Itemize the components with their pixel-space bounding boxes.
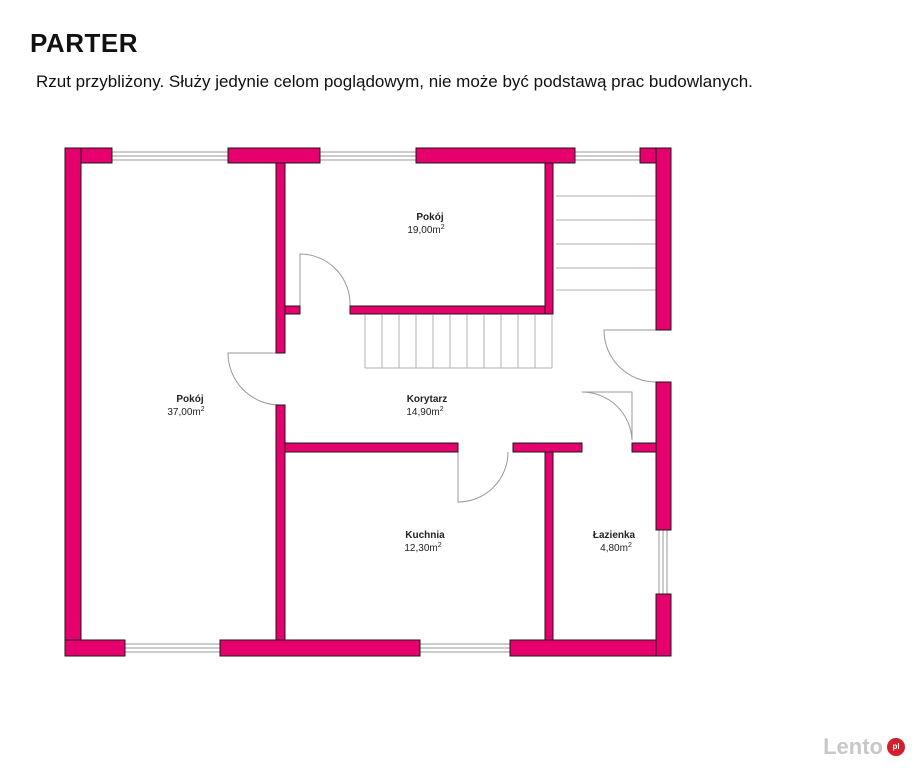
doors: [227, 253, 657, 503]
room-area-korytarz: 14,90m: [406, 407, 439, 418]
wall-top-2: [227, 147, 321, 164]
wall-kitchen-top-2: [512, 442, 583, 453]
door-entrance: [603, 329, 657, 383]
room-area-pokoj-upper: 19,00m: [407, 225, 440, 236]
wall-upper-room-bottom: [349, 305, 554, 315]
svg-text:14,90m2: 14,90m2: [406, 406, 443, 418]
wall-stub-upper-door: [284, 305, 301, 315]
watermark-badge: pl: [887, 738, 905, 756]
area-superscript: 2: [201, 406, 205, 413]
wall-left: [64, 147, 82, 657]
wall-bottom-2: [219, 639, 421, 657]
area-superscript: 2: [628, 542, 632, 549]
area-superscript: 2: [441, 224, 445, 231]
wall-top-3: [415, 147, 576, 164]
room-area-lazienka: 4,80m: [600, 543, 628, 554]
page-title: PARTER: [30, 28, 138, 58]
label-lazienka: Łazienka 4,80m2: [593, 530, 636, 554]
watermark-logo: Lento pl: [823, 734, 905, 760]
wall-right-3: [655, 593, 672, 657]
window-top-right: [574, 151, 641, 161]
window-bottom-left: [124, 643, 221, 653]
svg-text:12,30m2: 12,30m2: [404, 542, 441, 554]
room-labels: Pokój 19,00m2 Pokój 37,00m2 Korytarz 14,…: [167, 212, 635, 554]
wall-int-left-lower: [275, 404, 286, 641]
room-name-lazienka: Łazienka: [593, 530, 636, 541]
room-name-korytarz: Korytarz: [407, 394, 448, 405]
wall-bottom-3: [509, 639, 672, 657]
stairs-upper: [556, 195, 656, 291]
wall-right-1: [655, 147, 672, 331]
window-bottom-middle: [419, 643, 511, 653]
room-area-pokoj-left: 37,00m: [167, 407, 200, 418]
window-right-bathroom: [658, 529, 668, 595]
label-korytarz: Korytarz 14,90m2: [406, 394, 447, 418]
door-bathroom: [581, 391, 633, 441]
disclaimer-text: Rzut przybliżony. Służy jedynie celom po…: [36, 72, 753, 91]
wall-kitchen-top-1: [284, 442, 459, 453]
wall-kitchen-bathroom: [544, 451, 554, 641]
wall-upper-room-right: [544, 162, 554, 315]
wall-int-left-upper: [275, 162, 286, 354]
room-name-kuchnia: Kuchnia: [405, 530, 445, 541]
room-name-pokoj-left: Pokój: [176, 394, 203, 405]
window-top-middle: [319, 151, 417, 161]
svg-text:37,00m2: 37,00m2: [167, 406, 204, 418]
door-room-left: [227, 352, 281, 406]
watermark-text: Lento: [823, 734, 883, 759]
area-superscript: 2: [438, 542, 442, 549]
svg-text:4,80m2: 4,80m2: [600, 542, 632, 554]
wall-bottom-1: [64, 639, 126, 657]
window-top-left: [111, 151, 229, 161]
door-room-upper: [299, 253, 351, 307]
area-superscript: 2: [440, 406, 444, 413]
door-kitchen: [457, 451, 509, 503]
label-pokoj-left: Pokój 37,00m2: [167, 394, 204, 418]
wall-bathroom-stub: [631, 442, 657, 453]
room-area-kuchnia: 12,30m: [404, 543, 437, 554]
room-name-pokoj-upper: Pokój: [416, 212, 443, 223]
svg-text:19,00m2: 19,00m2: [407, 224, 444, 236]
label-kuchnia: Kuchnia 12,30m2: [404, 530, 445, 554]
wall-right-2: [655, 381, 672, 531]
walls: [64, 147, 672, 657]
stairs-lower: [364, 315, 553, 369]
label-pokoj-upper: Pokój 19,00m2: [407, 212, 444, 236]
